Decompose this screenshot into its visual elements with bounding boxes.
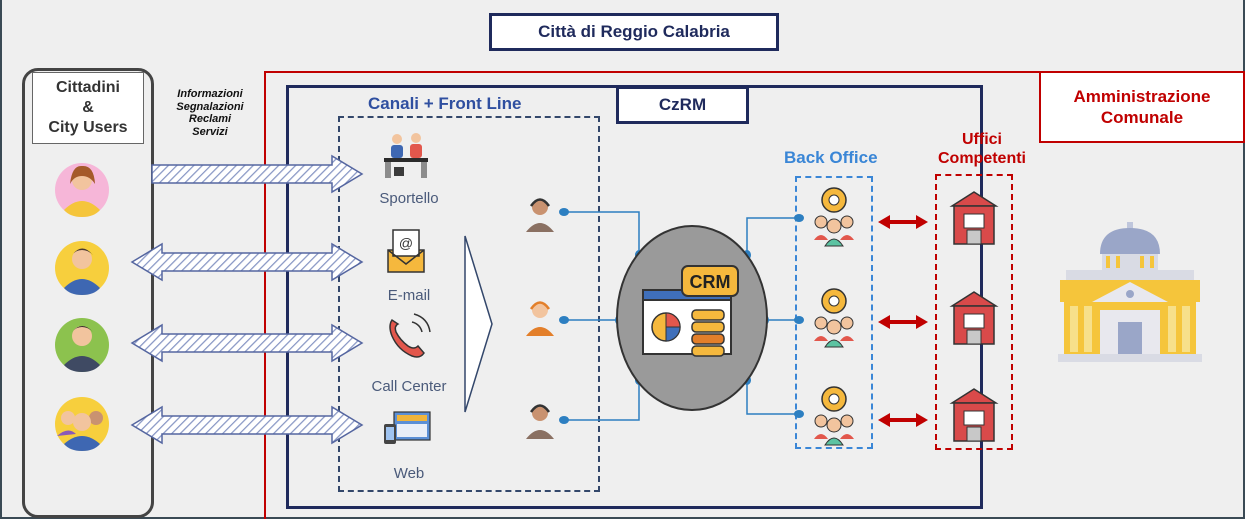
request-type-report: Segnalazioni [176,100,244,113]
front-line-box [338,116,600,492]
front-line-title: Canali + Front Line [368,94,522,113]
team-icon-1 [814,187,854,247]
citizens-label: Cittadini & City Users [32,72,144,144]
uffici-title-line-2: Competenti [938,150,1026,168]
arrow-citizen-to-front [151,154,364,194]
back-office-title: Back Office [784,148,878,167]
office-building-icon-1 [949,191,999,245]
request-type-complaint: Reclami [188,113,232,126]
team-icon-3 [814,386,854,446]
uffici-box [935,174,1013,450]
citizens-label-line-2: & [82,99,94,116]
citizen-avatar-1 [55,163,109,217]
phone-icon [389,313,431,358]
operator-icon-3 [526,404,554,439]
citizen-avatar-group [55,397,109,451]
connector-lines [563,211,799,421]
crm-icon: CRM [642,265,739,357]
office-building-icon-2 [949,291,999,345]
channel-label-sportello: Sportello [379,190,439,207]
diagram-title: Città di Reggio Calabria [489,13,779,51]
back-office-box [795,176,873,449]
admin-label-line-1: Amministrazione [1073,86,1211,106]
citizen-avatar-3 [55,318,109,372]
channel-label-call-center: Call Center [371,378,447,395]
red-double-arrows [878,215,928,427]
request-type-service: Servizi [192,125,228,138]
svg-text:@: @ [399,235,413,251]
admin-label-line-2: Comunale [1100,108,1184,127]
uffici-title-line-1: Uffici [962,131,1002,148]
channel-label-web: Web [393,465,425,482]
operator-icon-1 [526,198,554,232]
arrow-bidirectional-call [130,323,364,363]
citizen-avatar-2 [55,241,109,295]
operator-icon-2 [526,301,554,336]
web-icon [384,411,431,444]
team-icon-2 [814,288,854,348]
city-hall-icon [1058,222,1202,362]
chevron-right-icon [464,235,493,413]
crm-text: CRM [690,272,731,292]
citizens-label-line-3: City Users [48,119,128,136]
czrm-label: CzRM [616,86,749,124]
request-types: Informazioni Segnalazioni Reclami Serviz… [160,88,260,139]
arrow-bidirectional-email [130,242,364,282]
office-building-icon-3 [949,388,999,442]
counter-icon [384,133,428,178]
arrow-bidirectional-web [130,405,364,445]
uffici-title: Uffici Competenti [927,130,1037,168]
request-type-info: Informazioni [177,88,243,100]
email-icon: @ [387,229,425,273]
citizens-label-line-1: Cittadini [56,79,120,96]
channel-label-email: E-mail [387,287,431,304]
admin-label: Amministrazione Comunale [1039,71,1245,143]
admin-frame [264,71,1245,519]
